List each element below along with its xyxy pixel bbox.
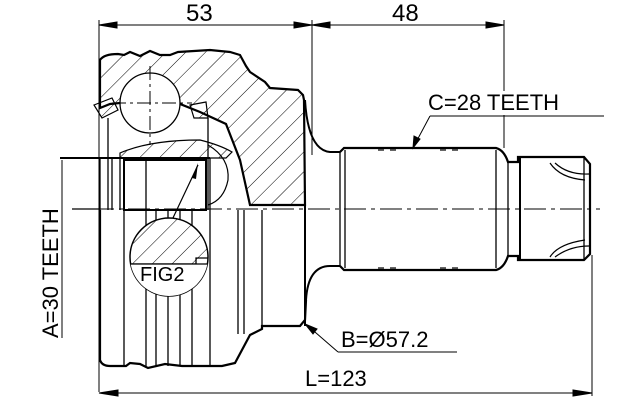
- inner-spline-label: A=30 TEETH: [38, 208, 63, 338]
- dimension-label-48: 48: [392, 0, 419, 27]
- total-length-label: L=123: [305, 366, 367, 391]
- seal-diameter-label: B=Ø57.2: [341, 327, 429, 352]
- dimension-48: [311, 20, 505, 148]
- seal-diameter-leader: [304, 323, 457, 353]
- fig2-label: FIG2: [140, 264, 185, 286]
- outer-spline-leader: [412, 115, 604, 150]
- outer-spline-label: C=28 TEETH: [428, 90, 560, 115]
- fig2-detail: [129, 217, 209, 297]
- dimension-total-length: [98, 255, 593, 397]
- dimension-label-53: 53: [186, 0, 213, 27]
- housing-section: [93, 48, 307, 207]
- splined-shaft: [339, 146, 592, 272]
